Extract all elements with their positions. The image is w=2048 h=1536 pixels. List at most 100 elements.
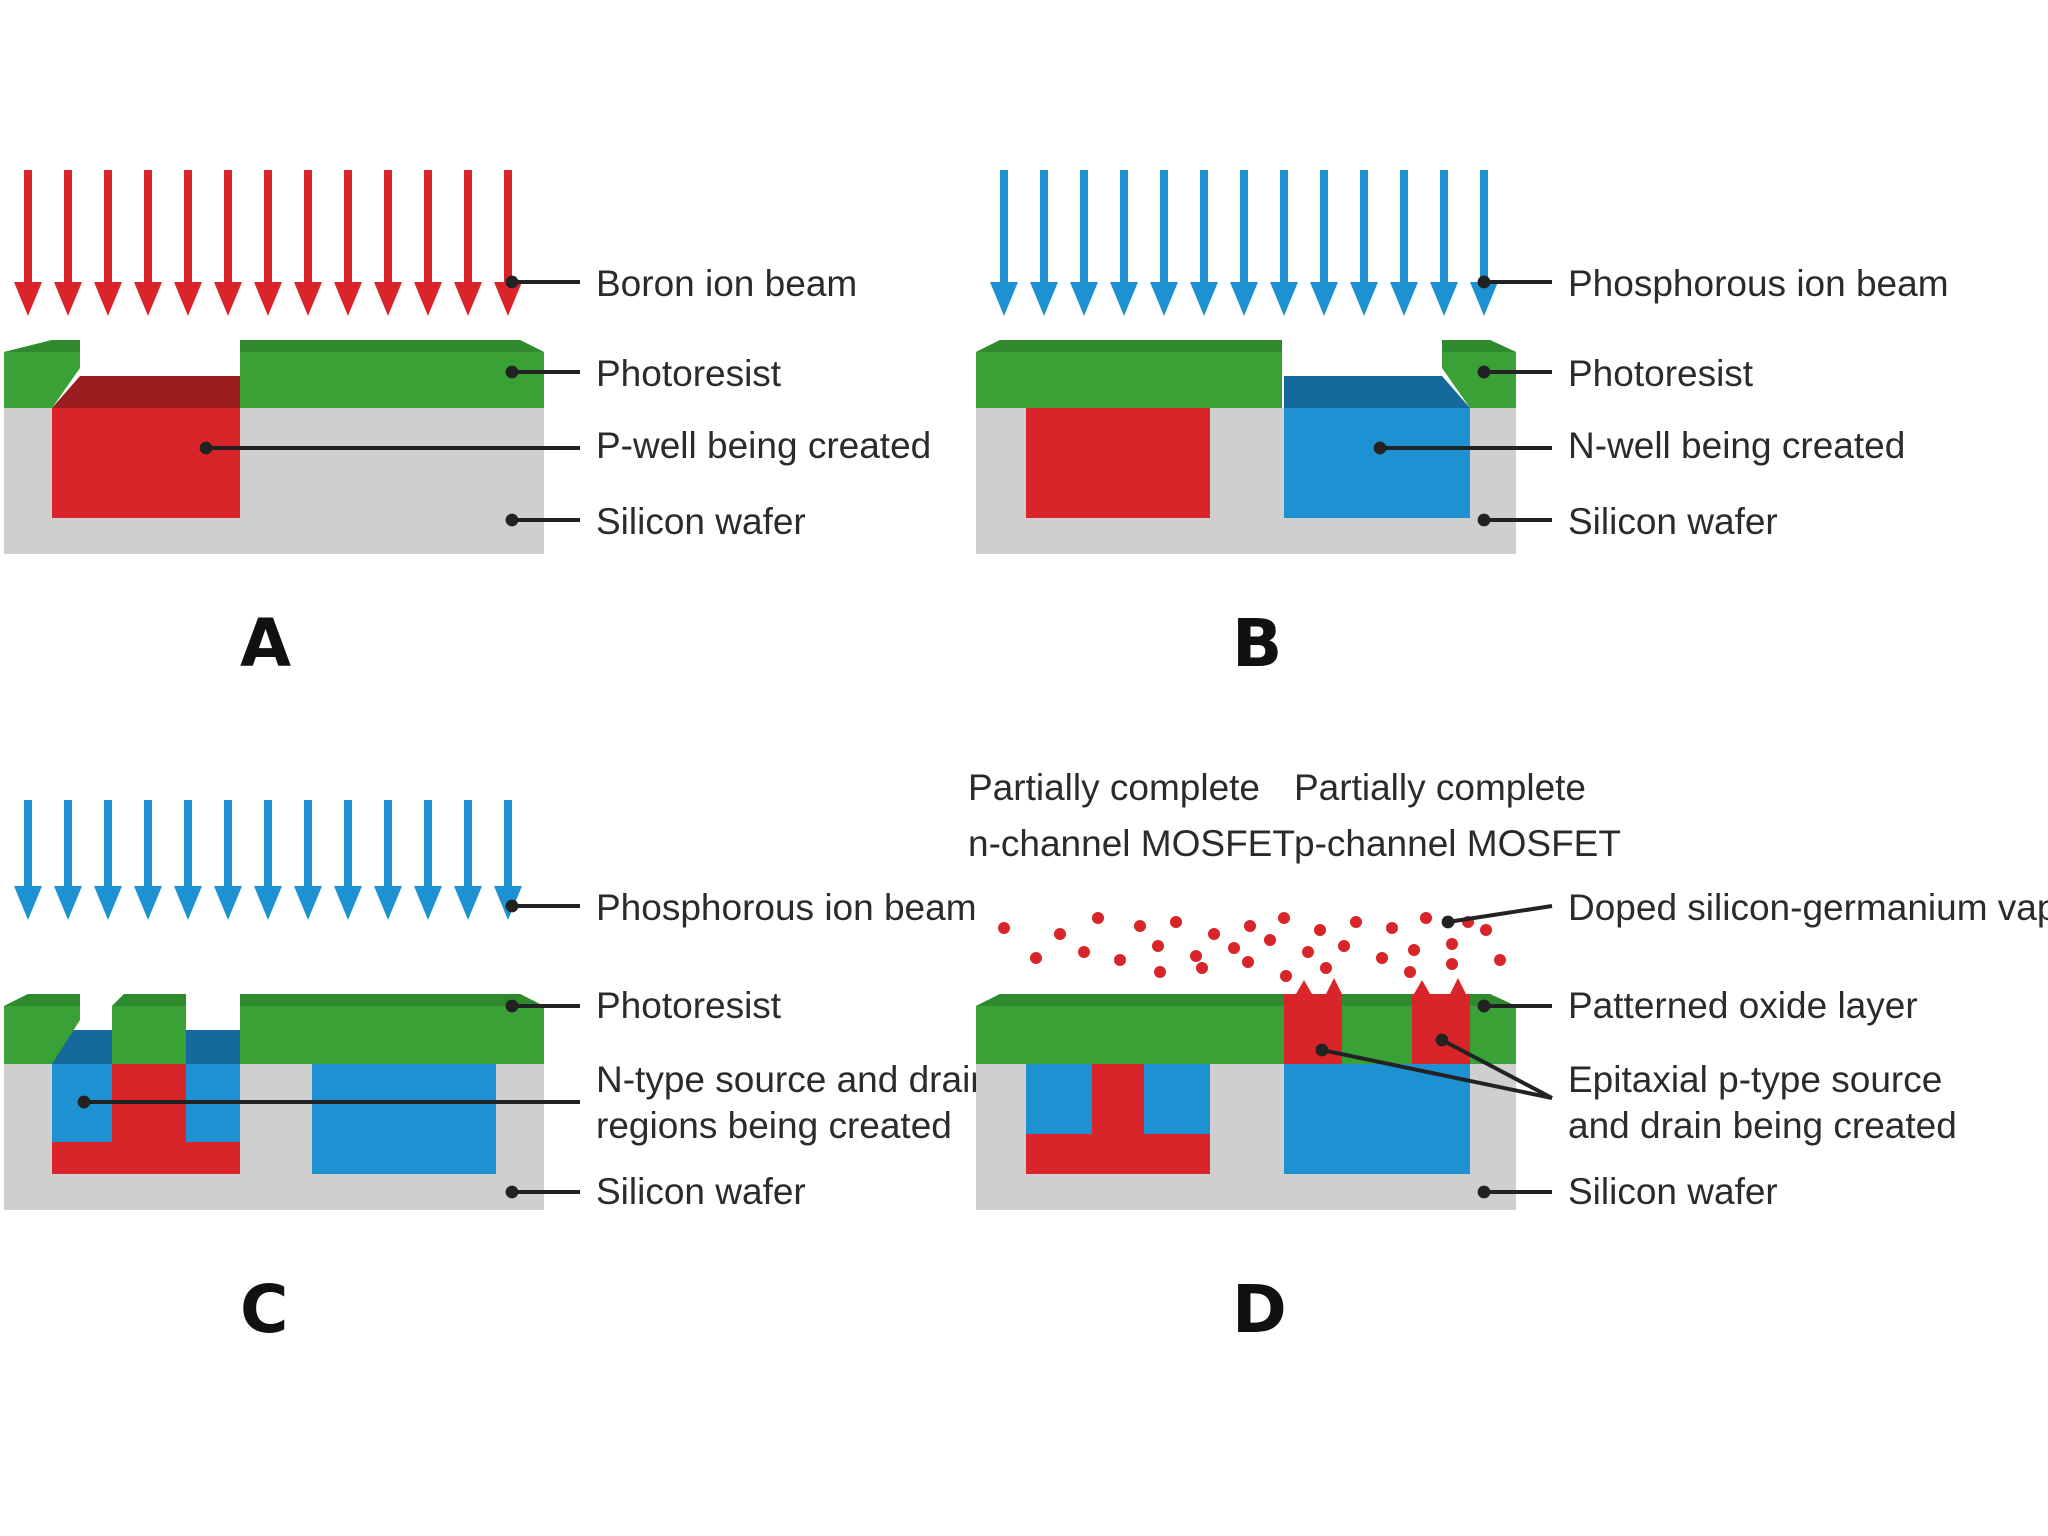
ion-arrow-shaft bbox=[504, 800, 512, 896]
ion-arrow-head bbox=[174, 282, 202, 316]
phosphorous-ion-beam-arrows bbox=[14, 800, 522, 920]
vapour-particle bbox=[1480, 924, 1492, 936]
vapour-particle bbox=[1320, 962, 1332, 974]
vapour-particle bbox=[1338, 940, 1350, 952]
ion-arrow-shaft bbox=[344, 170, 352, 292]
photoresist-layer bbox=[4, 994, 544, 1064]
vapour-particle bbox=[1196, 962, 1208, 974]
ion-arrow-shaft bbox=[424, 170, 432, 292]
vapour-particle bbox=[1280, 970, 1292, 982]
label-p-mosfet-line2: p-channel MOSFET bbox=[1294, 823, 1621, 864]
ion-arrow-shaft bbox=[1440, 170, 1448, 292]
vapour-particle bbox=[1420, 912, 1432, 924]
vapour-particle bbox=[1208, 928, 1220, 940]
ion-arrow-shaft bbox=[1480, 170, 1488, 292]
ion-arrow-head bbox=[214, 886, 242, 920]
label-epitaxial-line2: and drain being created bbox=[1568, 1105, 1957, 1146]
ion-arrow-head bbox=[54, 886, 82, 920]
vapour-particle bbox=[1152, 940, 1164, 952]
label-silicon-wafer: Silicon wafer bbox=[1568, 501, 1778, 542]
ion-arrow-head bbox=[414, 886, 442, 920]
vapour-particle bbox=[1190, 950, 1202, 962]
label-boron-ion-beam: Boron ion beam bbox=[596, 263, 857, 304]
p-well bbox=[1026, 408, 1210, 518]
ion-arrow-shaft bbox=[104, 800, 112, 896]
p-well bbox=[52, 376, 240, 518]
ion-arrow-head bbox=[374, 282, 402, 316]
label-n-well: N-well being created bbox=[1568, 425, 1905, 466]
label-silicon-wafer: Silicon wafer bbox=[1568, 1171, 1778, 1212]
ion-arrow-head bbox=[494, 282, 522, 316]
ion-arrow-head bbox=[254, 282, 282, 316]
ion-arrow-head bbox=[1390, 282, 1418, 316]
vapour-particle bbox=[1302, 946, 1314, 958]
panel-c: Phosphorous ion beam Photoresist N-type … bbox=[4, 800, 991, 1348]
label-p-mosfet-line1: Partially complete bbox=[1294, 767, 1586, 808]
ion-arrow-shaft bbox=[504, 170, 512, 292]
ion-arrow-head bbox=[214, 282, 242, 316]
ion-arrow-head bbox=[94, 282, 122, 316]
ion-arrow-head bbox=[1470, 282, 1498, 316]
label-silicon-wafer: Silicon wafer bbox=[596, 501, 806, 542]
boron-ion-beam-arrows bbox=[14, 170, 522, 316]
ion-arrow-head bbox=[134, 282, 162, 316]
ion-arrow-shaft bbox=[384, 800, 392, 896]
ion-arrow-head bbox=[334, 886, 362, 920]
ion-arrow-shaft bbox=[264, 170, 272, 292]
panel-b: Phosphorous ion beam Photoresist N-well … bbox=[976, 170, 1949, 682]
panel-a: Boron ion beam Photoresist P-well being … bbox=[4, 170, 931, 682]
vapour-particle bbox=[1054, 928, 1066, 940]
vapour-particle bbox=[1408, 944, 1420, 956]
ion-arrow-shaft bbox=[1160, 170, 1168, 292]
ion-arrow-shaft bbox=[424, 800, 432, 896]
ion-arrow-shaft bbox=[64, 800, 72, 896]
panel-d: Partially complete n-channel MOSFET Part… bbox=[968, 767, 2048, 1348]
ion-arrow-shaft bbox=[24, 800, 32, 896]
ion-arrow-head bbox=[990, 282, 1018, 316]
n-type-source-drain-regions bbox=[52, 1030, 240, 1142]
ion-arrow-shaft bbox=[384, 170, 392, 292]
panel-letter-d: D bbox=[1232, 1271, 1287, 1348]
vapour-particle bbox=[1114, 954, 1126, 966]
panel-letter-c: C bbox=[240, 1271, 288, 1348]
label-photoresist: Photoresist bbox=[1568, 353, 1754, 394]
ion-arrow-head bbox=[94, 886, 122, 920]
vapour-particle bbox=[1446, 958, 1458, 970]
ion-arrow-shaft bbox=[1240, 170, 1248, 292]
p-well bbox=[52, 1064, 240, 1174]
vapour-particle bbox=[1264, 934, 1276, 946]
ion-arrow-head bbox=[1190, 282, 1218, 316]
ion-arrow-shaft bbox=[184, 800, 192, 896]
ion-arrow-head bbox=[54, 282, 82, 316]
n-channel-mosfet bbox=[1026, 1064, 1210, 1174]
ion-arrow-head bbox=[294, 282, 322, 316]
panel-letter-a: A bbox=[240, 605, 291, 682]
ion-arrow-head bbox=[334, 282, 362, 316]
vapour-particle bbox=[998, 922, 1010, 934]
vapour-particle bbox=[1242, 956, 1254, 968]
ion-arrow-head bbox=[174, 886, 202, 920]
ion-arrow-shaft bbox=[344, 800, 352, 896]
ion-arrow-shaft bbox=[264, 800, 272, 896]
ion-arrow-shaft bbox=[144, 800, 152, 896]
n-well bbox=[1284, 376, 1470, 518]
ion-arrow-shaft bbox=[464, 800, 472, 896]
vapour-particle bbox=[1278, 912, 1290, 924]
label-n-mosfet-line2: n-channel MOSFET bbox=[968, 823, 1295, 864]
ion-arrow-shaft bbox=[1080, 170, 1088, 292]
vapour-particle bbox=[1376, 952, 1388, 964]
ion-arrow-head bbox=[1230, 282, 1258, 316]
ion-arrow-shaft bbox=[104, 170, 112, 292]
ion-arrow-shaft bbox=[1320, 170, 1328, 292]
ion-arrow-head bbox=[454, 886, 482, 920]
label-photoresist: Photoresist bbox=[596, 985, 782, 1026]
ion-arrow-shaft bbox=[1200, 170, 1208, 292]
ion-arrow-head bbox=[1310, 282, 1338, 316]
vapour-particle bbox=[1494, 954, 1506, 966]
ion-arrow-shaft bbox=[1280, 170, 1288, 292]
vapour-particle bbox=[1404, 966, 1416, 978]
ion-arrow-head bbox=[1110, 282, 1138, 316]
ion-arrow-shaft bbox=[64, 170, 72, 292]
